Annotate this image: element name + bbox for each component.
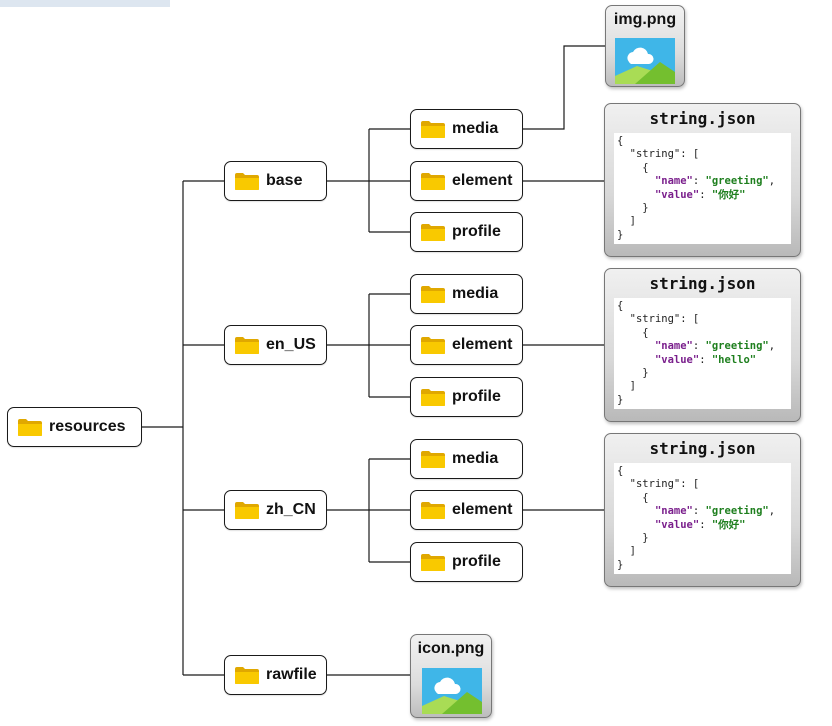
en-us-media-folder-node[interactable]: media — [410, 274, 523, 314]
element-label: element — [452, 172, 513, 189]
folder-icon — [235, 502, 259, 519]
base-folder-node[interactable]: base — [224, 161, 327, 201]
folder-icon — [421, 389, 445, 406]
img-png-filename: img.png — [613, 11, 677, 28]
json-value: "greeting" — [705, 505, 769, 518]
img-png-file-card[interactable]: img.png — [605, 5, 685, 87]
folder-icon — [421, 451, 445, 468]
folder-icon — [421, 286, 445, 303]
json-value: "你好" — [711, 518, 746, 531]
folder-icon — [421, 121, 445, 138]
en-us-profile-folder-node[interactable]: profile — [410, 377, 523, 417]
rawfile-label: rawfile — [266, 666, 317, 683]
json-brace: { — [617, 465, 624, 477]
element-label: element — [452, 336, 513, 353]
json-code-block: { "string": [ { "name": "greeting", "val… — [614, 298, 791, 409]
json-key: "value" — [654, 188, 700, 201]
json-key: "name" — [654, 505, 693, 518]
json-brace: } — [642, 202, 649, 215]
folder-icon — [421, 502, 445, 519]
json-card-title: string.json — [649, 109, 756, 128]
json-string-key: "string": [ — [629, 478, 700, 491]
zh-cn-profile-folder-node[interactable]: profile — [410, 542, 523, 582]
json-key: "name" — [654, 340, 693, 353]
json-key: "value" — [654, 353, 700, 366]
json-key: "name" — [654, 175, 693, 188]
resources-label: resources — [49, 418, 126, 435]
rawfile-folder-node[interactable]: rawfile — [224, 655, 327, 695]
string-json-card-base[interactable]: string.json { "string": [ { "name": "gre… — [604, 103, 801, 257]
json-value: "hello" — [711, 353, 757, 366]
folder-icon — [235, 667, 259, 684]
top-strip — [0, 0, 170, 7]
json-brace: } — [642, 367, 649, 380]
json-brace: { — [642, 326, 649, 339]
folder-icon — [421, 224, 445, 241]
json-card-title: string.json — [649, 274, 756, 293]
en-us-label: en_US — [266, 336, 316, 353]
json-brace: } — [642, 532, 649, 545]
json-code-block: { "string": [ { "name": "greeting", "val… — [614, 133, 791, 244]
en-us-folder-node[interactable]: en_US — [224, 325, 327, 365]
string-json-card-zh-cn[interactable]: string.json { "string": [ { "name": "gre… — [604, 433, 801, 587]
profile-label: profile — [452, 223, 501, 240]
json-code-block: { "string": [ { "name": "greeting", "val… — [614, 463, 791, 574]
folder-icon — [421, 554, 445, 571]
json-bracket: ] — [629, 380, 636, 393]
folder-icon — [235, 337, 259, 354]
folder-icon — [235, 173, 259, 190]
json-brace: { — [642, 161, 649, 174]
json-brace: } — [617, 393, 624, 406]
base-profile-folder-node[interactable]: profile — [410, 212, 523, 252]
json-bracket: ] — [629, 545, 636, 558]
json-key: "value" — [654, 518, 700, 531]
json-string-key: "string": [ — [629, 148, 700, 161]
json-brace: { — [617, 135, 624, 147]
profile-label: profile — [452, 388, 501, 405]
json-card-title: string.json — [649, 439, 756, 458]
media-label: media — [452, 120, 499, 137]
zh-cn-label: zh_CN — [266, 501, 316, 518]
folder-icon — [421, 337, 445, 354]
json-value: "你好" — [711, 188, 746, 201]
base-media-folder-node[interactable]: media — [410, 109, 523, 149]
json-bracket: ] — [629, 215, 636, 228]
icon-png-filename: icon.png — [417, 640, 485, 657]
zh-cn-media-folder-node[interactable]: media — [410, 439, 523, 479]
zh-cn-folder-node[interactable]: zh_CN — [224, 490, 327, 530]
media-label: media — [452, 285, 499, 302]
icon-png-file-card[interactable]: icon.png — [410, 634, 492, 718]
base-label: base — [266, 172, 303, 189]
json-brace: { — [642, 491, 649, 504]
json-string-key: "string": [ — [629, 313, 700, 326]
string-json-card-en-us[interactable]: string.json { "string": [ { "name": "gre… — [604, 268, 801, 422]
image-icon — [615, 38, 675, 84]
json-brace: } — [617, 558, 624, 571]
json-brace: { — [617, 300, 624, 312]
json-brace: } — [617, 228, 624, 241]
profile-label: profile — [452, 553, 501, 570]
image-icon — [422, 668, 482, 714]
en-us-element-folder-node[interactable]: element — [410, 325, 523, 365]
media-label: media — [452, 450, 499, 467]
json-value: "greeting" — [705, 175, 769, 188]
element-label: element — [452, 501, 513, 518]
resources-folder-node[interactable]: resources — [7, 407, 142, 447]
zh-cn-element-folder-node[interactable]: element — [410, 490, 523, 530]
folder-icon — [421, 173, 445, 190]
json-value: "greeting" — [705, 340, 769, 353]
base-element-folder-node[interactable]: element — [410, 161, 523, 201]
folder-icon — [18, 419, 42, 436]
